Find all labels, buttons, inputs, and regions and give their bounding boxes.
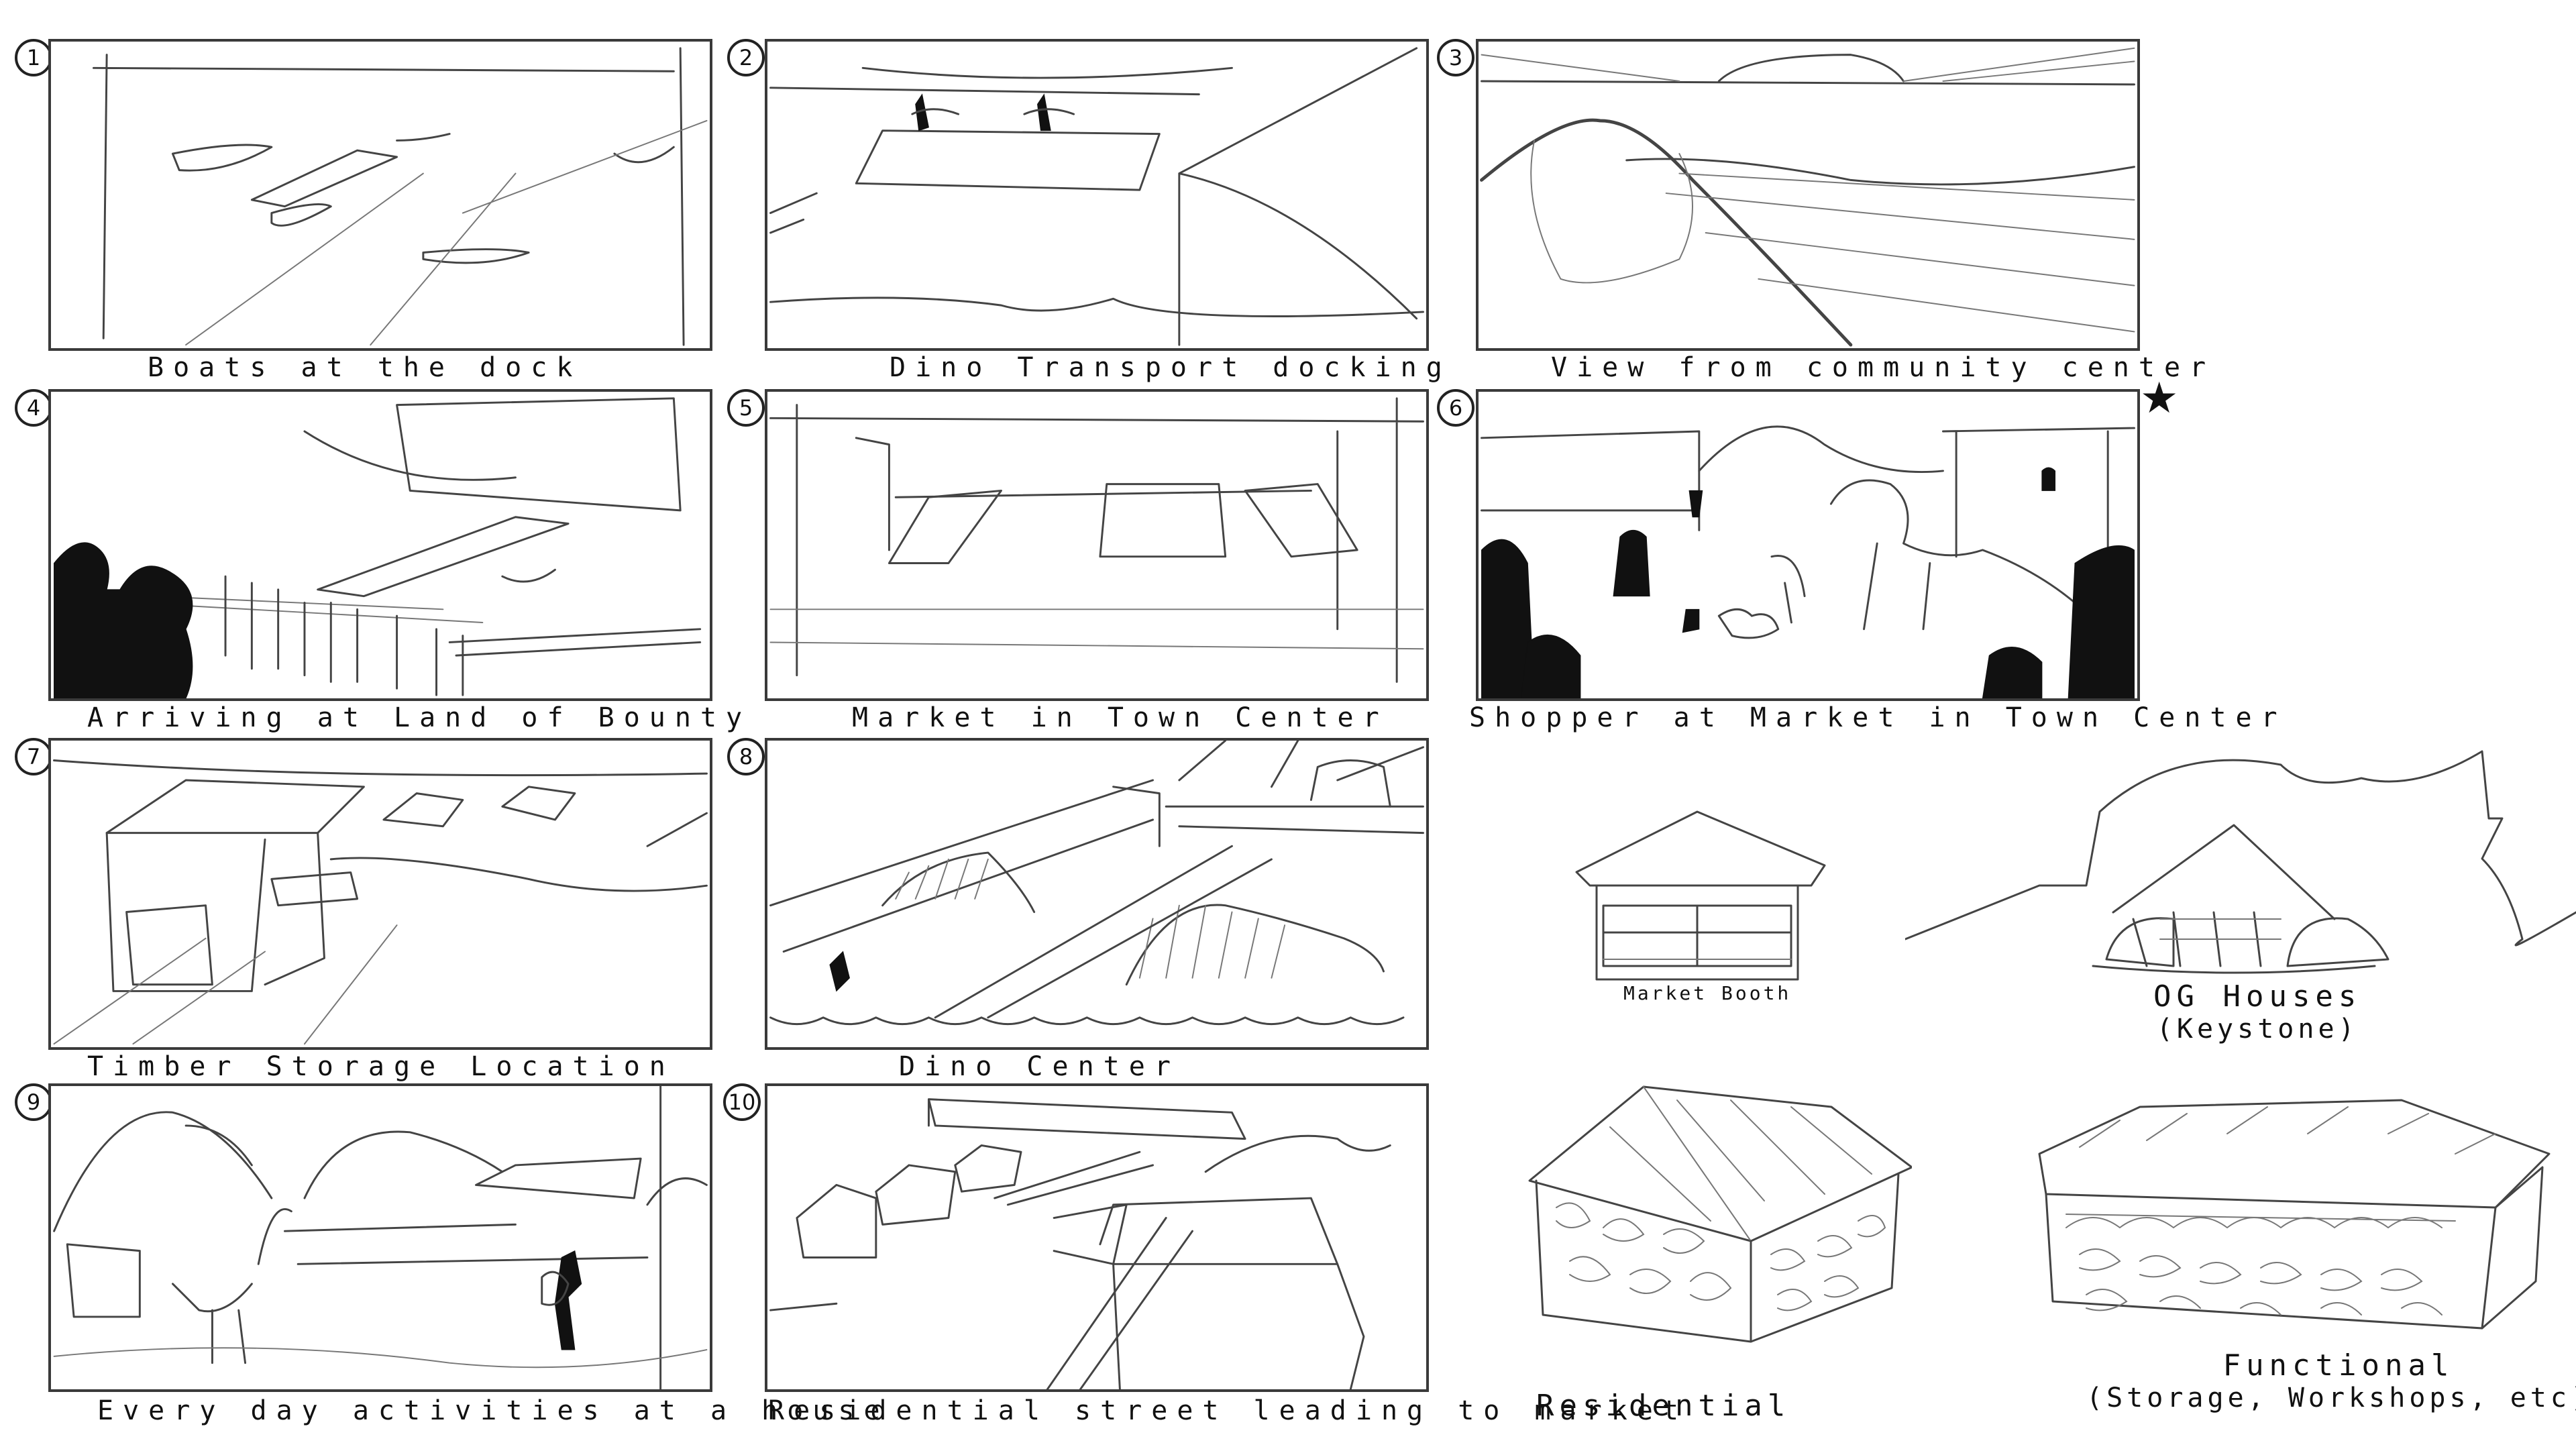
og-houses-sublabel: (Keystone) <box>2156 1014 2359 1044</box>
storyboard-panel-3 <box>1476 39 2140 351</box>
storyboard-panel-10 <box>765 1083 1429 1392</box>
panel-3-caption: View from community center <box>1551 352 2216 383</box>
panel-8-caption: Dino Center <box>899 1051 1180 1082</box>
panel-4-caption: Arriving at Land of Bounty <box>87 702 752 733</box>
functional-sketch <box>2038 1099 2551 1330</box>
panel-3-sketch <box>1480 47 2135 347</box>
functional-label: Functional (Storage, Workshops, etc) <box>2086 1348 2576 1413</box>
panel-number-9: 9 <box>15 1083 52 1121</box>
panel-2-sketch <box>769 47 1424 346</box>
storyboard-panel-6 <box>1476 389 2140 701</box>
residential-sketch <box>1528 1085 1912 1343</box>
panel-number-7: 7 <box>15 738 52 775</box>
panel-number-2: 2 <box>727 39 765 76</box>
panel-number-1: 1 <box>15 39 52 76</box>
panel-number-6: 6 <box>1437 389 1474 427</box>
panel-5-caption: Market in Town Center <box>852 702 1389 733</box>
panel-number-4: 4 <box>15 389 52 427</box>
panel-number-8: 8 <box>727 738 765 775</box>
og-houses-sketch <box>1905 750 2576 974</box>
storyboard-panel-2 <box>765 39 1429 351</box>
panel-10-sketch <box>769 1098 1391 1389</box>
panel-1-caption: Boats at the dock <box>148 352 582 383</box>
panel-6-caption: Shopper at Market in Town Center <box>1469 702 2287 733</box>
panel-6-star-icon: ★ <box>2140 374 2179 423</box>
storyboard-panel-8 <box>765 738 1429 1050</box>
panel-9-sketch <box>53 1086 708 1389</box>
market-booth-label: Market Booth <box>1623 982 1792 1004</box>
og-houses-label: OG Houses (Keystone) <box>2153 979 2361 1044</box>
storyboard-panel-9 <box>48 1083 712 1392</box>
panel-7-caption: Timber Storage Location <box>87 1051 675 1082</box>
panel-number-5: 5 <box>727 389 765 427</box>
residential-label: Residential <box>1536 1389 1791 1423</box>
panel-2-caption: Dino Transport docking <box>890 352 1452 383</box>
panel-10-caption: Residential street leading to market <box>768 1395 1688 1426</box>
panel-number-10: 10 <box>723 1083 761 1121</box>
panel-1-sketch <box>93 47 708 346</box>
og-houses-title: OG Houses <box>2153 979 2362 1014</box>
storyboard-panel-1 <box>48 39 712 351</box>
panel-number-3: 3 <box>1437 39 1474 76</box>
storyboard-panel-5 <box>765 389 1429 701</box>
panel-8-sketch <box>769 741 1424 1026</box>
panel-9-caption: Every day activities at a house <box>97 1395 890 1426</box>
panel-6-sketch <box>1481 425 2135 698</box>
storyboard-panel-7 <box>48 738 712 1050</box>
panel-7-sketch <box>53 759 708 1045</box>
storyboard-panel-4 <box>48 389 712 701</box>
panel-5-sketch <box>769 397 1424 683</box>
functional-title: Functional <box>2222 1348 2455 1383</box>
market-booth-sketch <box>1575 810 1826 981</box>
panel-4-sketch <box>54 397 702 698</box>
functional-sublabel: (Storage, Workshops, etc) <box>2086 1383 2576 1413</box>
